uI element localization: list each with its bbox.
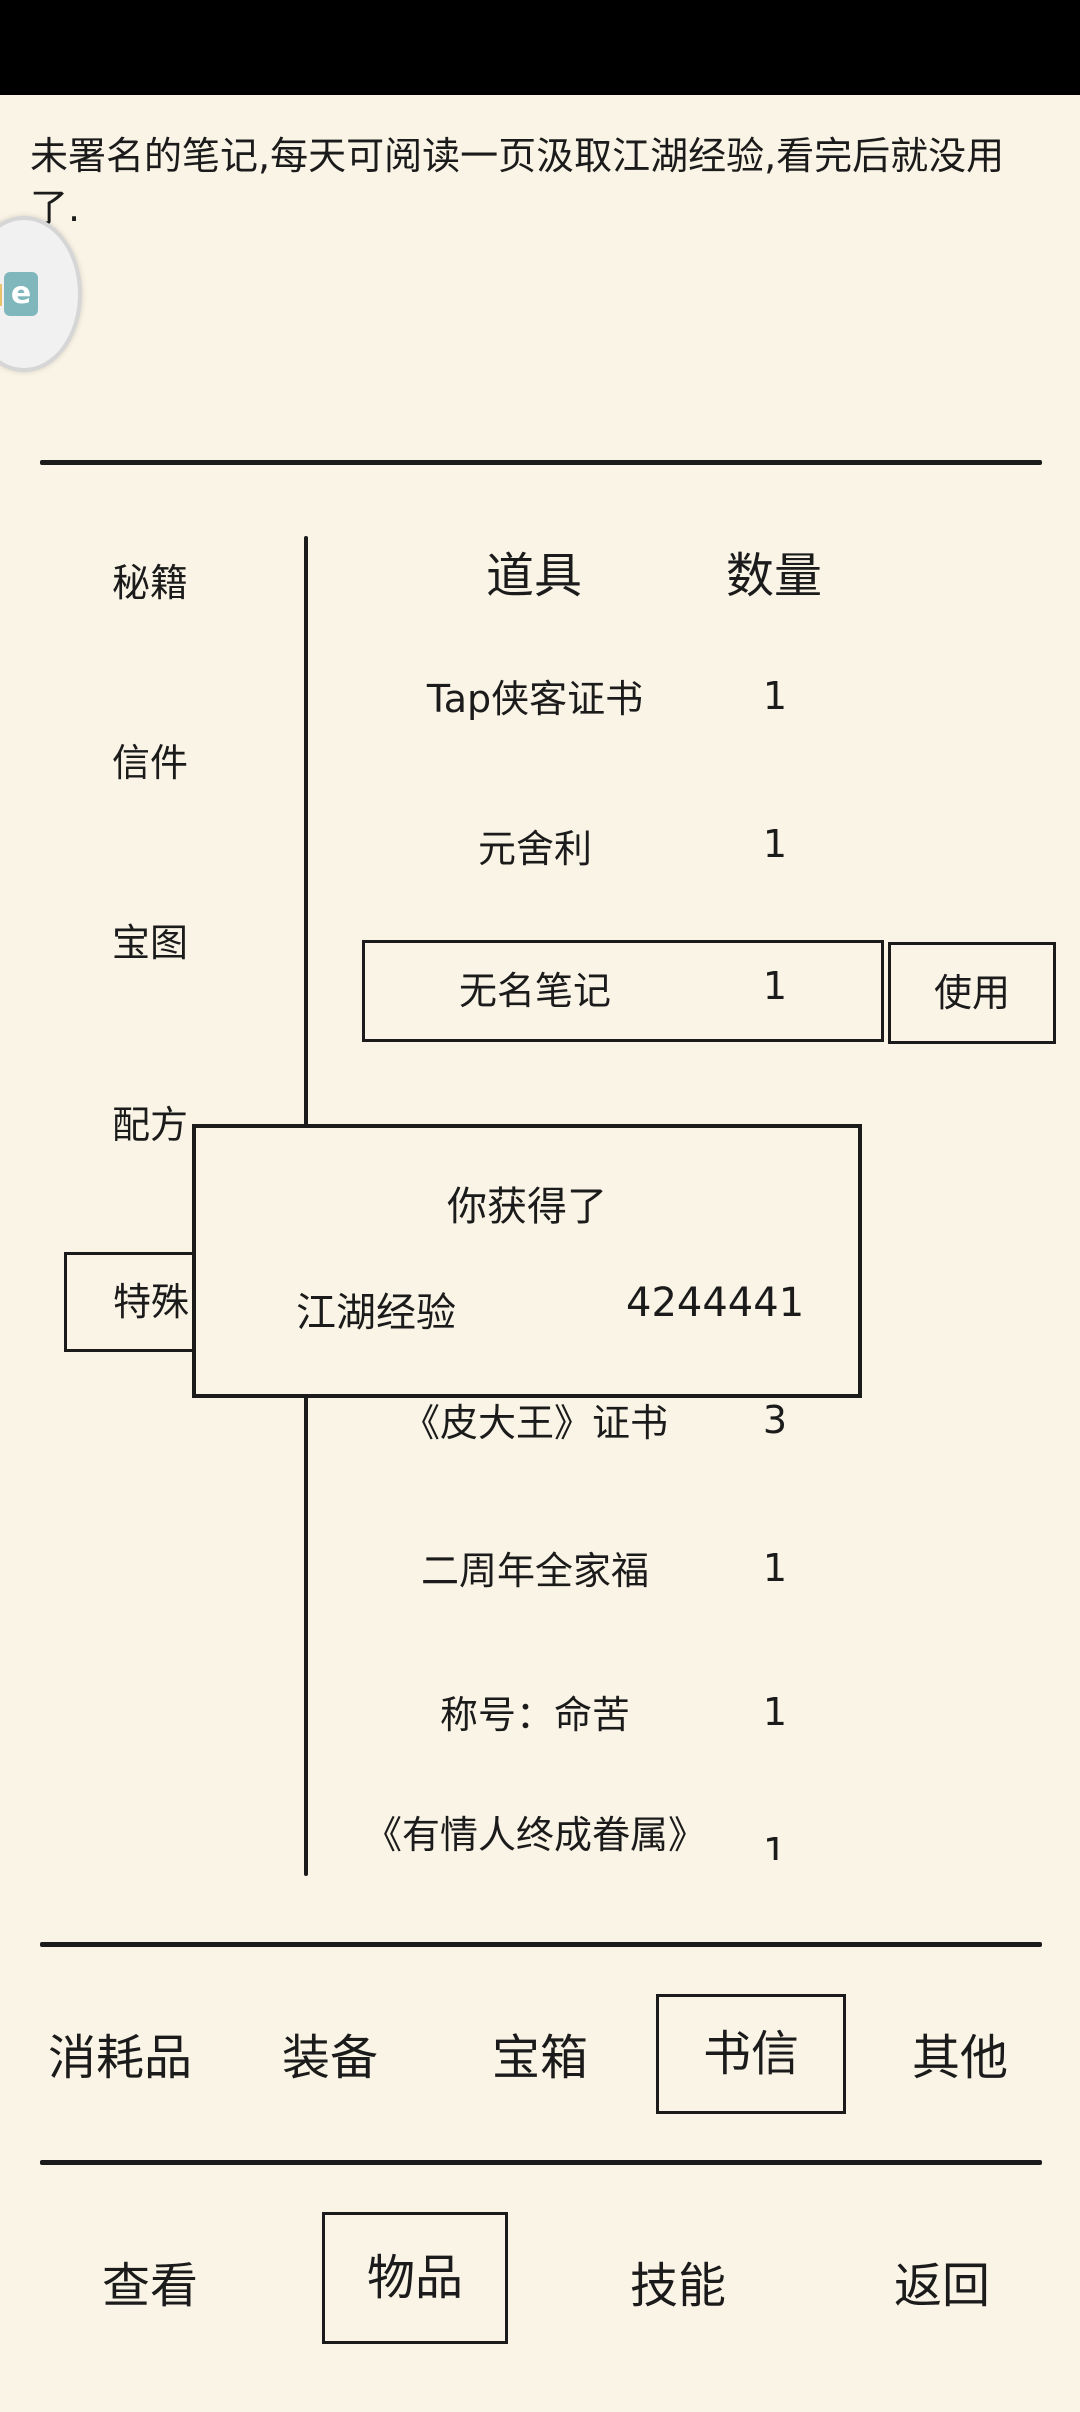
tab-treasure-chest[interactable]: 宝箱 [491, 2030, 588, 2086]
category-secret-manual[interactable]: 秘籍 [112, 561, 189, 605]
nav-view[interactable]: 查看 [101, 2258, 198, 2314]
nav-skills[interactable]: 技能 [629, 2258, 726, 2314]
tab-letters[interactable]: 书信 [656, 1994, 846, 2114]
tab-equipment[interactable]: 装备 [281, 2030, 378, 2086]
category-special[interactable]: 特殊 [64, 1252, 244, 1352]
category-letters[interactable]: 信件 [112, 741, 189, 785]
item-row-name[interactable]: 《有情人终成眷属》 [363, 1813, 706, 1857]
selected-item-row[interactable] [362, 940, 884, 1042]
item-row-name[interactable]: 二周年全家福 [420, 1549, 649, 1593]
column-header-quantity: 数量 [726, 548, 823, 604]
category-recipe[interactable]: 配方 [112, 1103, 189, 1147]
item-row-qty: 3 [762, 1398, 788, 1442]
item-row-name[interactable]: 元舍利 [477, 827, 592, 871]
item-row-qty: 1 [762, 674, 788, 718]
tab-consumables[interactable]: 消耗品 [47, 2030, 192, 2086]
category-treasure-map[interactable]: 宝图 [112, 921, 189, 965]
tab-other[interactable]: 其他 [911, 2030, 1008, 2086]
item-row-name: 无名笔记 [458, 969, 611, 1013]
nav-back[interactable]: 返回 [893, 2258, 990, 2314]
use-button[interactable]: 使用 [888, 942, 1056, 1044]
item-row-qty: 1 [762, 1830, 788, 1860]
item-row-name[interactable]: 称号：命苦 [439, 1693, 630, 1737]
item-row-qty: 1 [762, 1546, 788, 1590]
item-row-qty: 1 [762, 822, 788, 866]
item-description: 未署名的笔记,每天可阅读一页汲取江湖经验,看完后就没用了. [30, 134, 1005, 230]
status-bar [0, 0, 1080, 95]
app-logo-icon: e [0, 272, 38, 316]
item-row-qty: 1 [762, 1690, 788, 1734]
reward-popup[interactable]: 你获得了 江湖经验 4244441 [192, 1124, 862, 1398]
popup-title: 你获得了 [447, 1184, 607, 1230]
divider-bottom [40, 2160, 1042, 2165]
item-row-name[interactable]: Tap侠客证书 [426, 677, 644, 721]
item-row-qty: 1 [762, 964, 788, 1008]
popup-item-value: 4244441 [626, 1280, 805, 1326]
nav-items[interactable]: 物品 [322, 2212, 508, 2344]
floating-app-bubble[interactable]: e [0, 216, 82, 372]
item-row-name[interactable]: 《皮大王》证书 [401, 1401, 668, 1445]
divider-top [40, 460, 1042, 465]
column-header-item: 道具 [486, 548, 583, 604]
popup-item-name: 江湖经验 [296, 1290, 456, 1336]
divider-middle [40, 1942, 1042, 1947]
